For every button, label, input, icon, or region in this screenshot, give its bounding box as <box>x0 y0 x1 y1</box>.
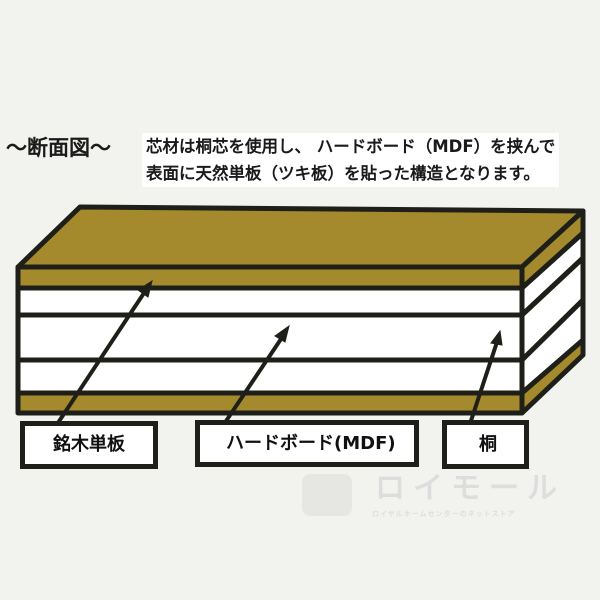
side-veneer-bottom <box>519 337 586 416</box>
watermark-mascot-icon <box>302 474 352 516</box>
front-veneer-top <box>15 264 525 291</box>
watermark-tagline: ロイヤルホームセンターのネットストア <box>372 510 516 518</box>
watermark-brand: ロイモール <box>375 471 565 506</box>
description: 芯材は桐芯を使用し、 ハードボード（MDF）を挟んで 表面に天然単板（ツキ板）を… <box>142 133 560 187</box>
label-veneer: 銘木単板 <box>20 421 158 469</box>
front-mdf-top <box>15 285 525 318</box>
description-line-1: 芯材は桐芯を使用し、 ハードボード（MDF）を挟んで <box>146 137 556 156</box>
label-hardboard: ハードボード(MDF) <box>195 420 419 467</box>
label-veneer-text: 銘木単板 <box>53 434 125 455</box>
label-paulownia-text: 桐 <box>479 433 497 455</box>
description-line-2: 表面に天然単板（ツキ板）を貼った構造となります。 <box>146 164 540 183</box>
front-mdf-bottom <box>15 357 525 396</box>
section-heading: ～断面図～ <box>6 136 111 160</box>
label-hardboard-text: ハードボード(MDF) <box>226 432 396 454</box>
veneer-arrowhead <box>137 279 153 298</box>
top-face <box>15 204 586 270</box>
paulownia-arrowhead <box>490 329 503 346</box>
hardboard-arrowhead <box>274 324 290 343</box>
label-paulownia: 桐 <box>442 420 529 469</box>
front-veneer-bottom <box>15 390 525 416</box>
